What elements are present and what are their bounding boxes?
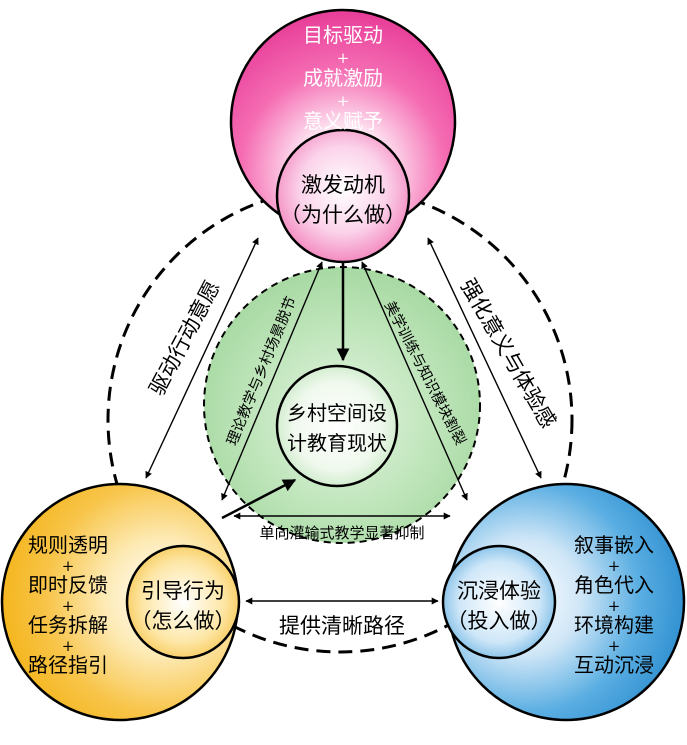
arrow-outer-right <box>427 237 542 479</box>
top-factor-1: 目标驱动 <box>303 23 383 47</box>
right-core-title: 沉浸体验 <box>457 579 541 603</box>
arrow-outer-left <box>145 237 259 479</box>
right-factor-1: 叙事嵌入 <box>574 533 654 557</box>
right-factor-3: 环境构建 <box>574 613 654 637</box>
right-core-circle <box>441 544 557 660</box>
left-factor-2: 即时反馈 <box>28 573 108 597</box>
right-factor-plus-3: + <box>608 637 621 655</box>
left-factor-plus-1: + <box>62 557 75 575</box>
left-factor-1: 规则透明 <box>28 533 108 557</box>
right-factor-plus-2: + <box>608 597 621 615</box>
center-line-2: 计教育现状 <box>287 431 387 455</box>
center-line-1: 乡村空间设 <box>287 401 387 425</box>
inner-label-bottom: 单向灌输式教学显著抑制 <box>259 524 424 542</box>
left-core-title: 引导行为 <box>141 579 225 603</box>
top-factor-plus-2: + <box>337 92 350 110</box>
top-core-subtitle: （为什么做） <box>280 203 406 227</box>
top-factor-plus-1: + <box>337 49 350 67</box>
center-circle <box>275 364 399 488</box>
right-core-subtitle: （投入做） <box>447 609 552 633</box>
left-factor-plus-3: + <box>62 637 75 655</box>
right-factor-plus-1: + <box>608 557 621 575</box>
top-factor-2: 成就激励 <box>303 66 383 90</box>
right-factor-2: 角色代入 <box>574 573 654 597</box>
right-factor-4: 互动沉浸 <box>574 653 654 677</box>
left-factor-3: 任务拆解 <box>28 613 108 637</box>
left-factor-plus-2: + <box>62 597 75 615</box>
outer-dashed-cycle <box>106 186 574 654</box>
top-factor-3: 意义赋予 <box>303 109 383 133</box>
left-core-subtitle: （怎么做） <box>131 609 236 633</box>
outer-label-bottom: 提供清晰路径 <box>279 614 405 638</box>
top-core-title: 激发动机 <box>301 173 385 197</box>
left-factor-4: 路径指引 <box>28 653 108 677</box>
left-core-circle <box>125 544 241 660</box>
